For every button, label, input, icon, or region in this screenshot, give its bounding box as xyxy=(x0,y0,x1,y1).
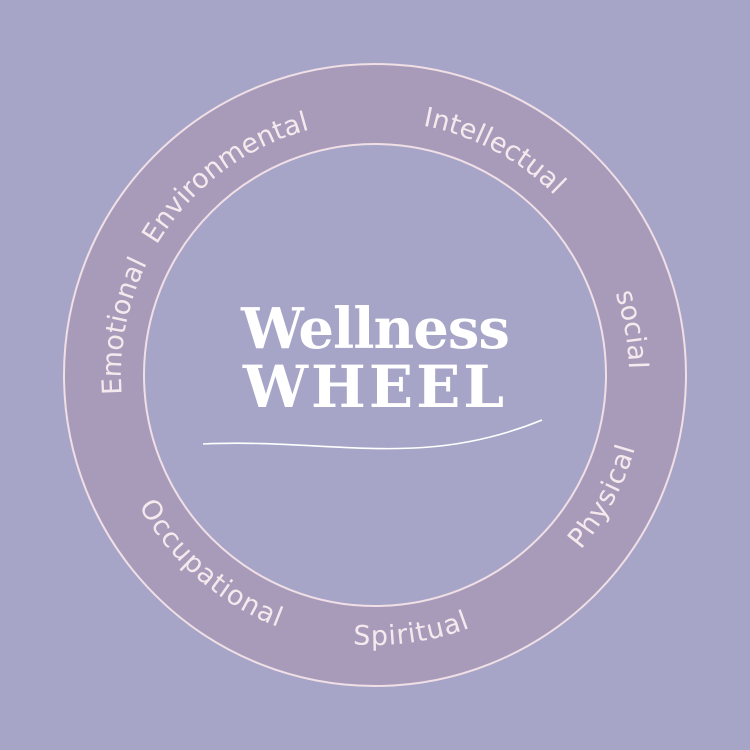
swoosh-line xyxy=(202,419,543,450)
title-line-wheel: WHEEL xyxy=(242,353,508,421)
page-title: Wellness WHEEL xyxy=(175,300,575,416)
title-line-wellness: Wellness xyxy=(241,296,510,362)
ring-outer-outline xyxy=(63,63,687,687)
ring-inner-outline xyxy=(143,143,607,607)
ring-band xyxy=(64,64,686,686)
